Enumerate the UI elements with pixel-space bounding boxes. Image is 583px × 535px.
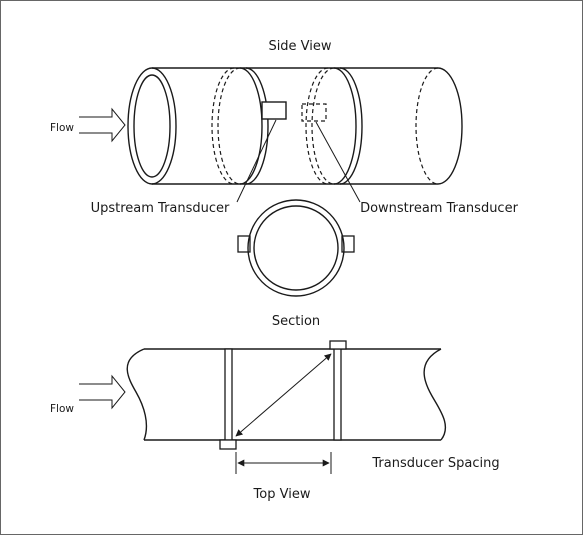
side-view-pipe [127,67,463,185]
upstream-clamp-back-2 [211,67,235,185]
flow-arrow-top: Flow [50,374,126,415]
top-upstream-clamp [224,348,233,441]
section-label: Section [272,314,320,329]
downstream-label: Downstream Transducer [360,201,519,216]
upstream-clamp-front [239,67,263,185]
side-pipe-body [152,67,463,185]
flow-label-top: Flow [50,403,74,415]
spacing-label: Transducer Spacing [371,456,499,471]
upstream-leader-line [236,119,277,203]
upstream-clamp-back [217,67,241,185]
section-pipe-inner [253,205,339,291]
downstream-clamp-back [305,67,329,185]
upstream-clamp-front-2 [245,67,269,185]
upstream-label: Upstream Transducer [91,201,230,216]
top-pipe-break-right [423,348,447,441]
flow-label-side: Flow [50,122,74,134]
downstream-clamp-front [333,67,357,185]
downstream-clamp-front-2 [339,67,363,185]
top-pipe-break-left [126,348,148,441]
section-pipe-outer [247,199,345,297]
section-transducer-left [237,235,251,253]
top-upstream-transducer [219,439,237,450]
flow-arrow-side: Flow [50,107,126,143]
side-pipe-end-outer [127,67,177,185]
top-downstream-clamp [333,348,342,441]
section-view [237,199,355,297]
top-view-pipe [126,340,447,450]
upstream-transducer [261,101,287,120]
section-transducer-right [341,235,355,253]
signal-path-arrow [235,353,332,437]
top-downstream-transducer [329,340,347,350]
downstream-leader-line [315,121,361,203]
spacing-dimension [235,452,332,474]
side-pipe-end-inner [133,74,171,178]
side-pipe-back-ring [415,67,439,185]
flow-arrow-icon [79,107,126,143]
top-view-label: Top View [253,487,311,502]
flow-arrow-icon [79,374,126,410]
side-view-label: Side View [268,39,331,54]
downstream-transducer [301,103,327,122]
downstream-clamp-back-2 [311,67,335,185]
